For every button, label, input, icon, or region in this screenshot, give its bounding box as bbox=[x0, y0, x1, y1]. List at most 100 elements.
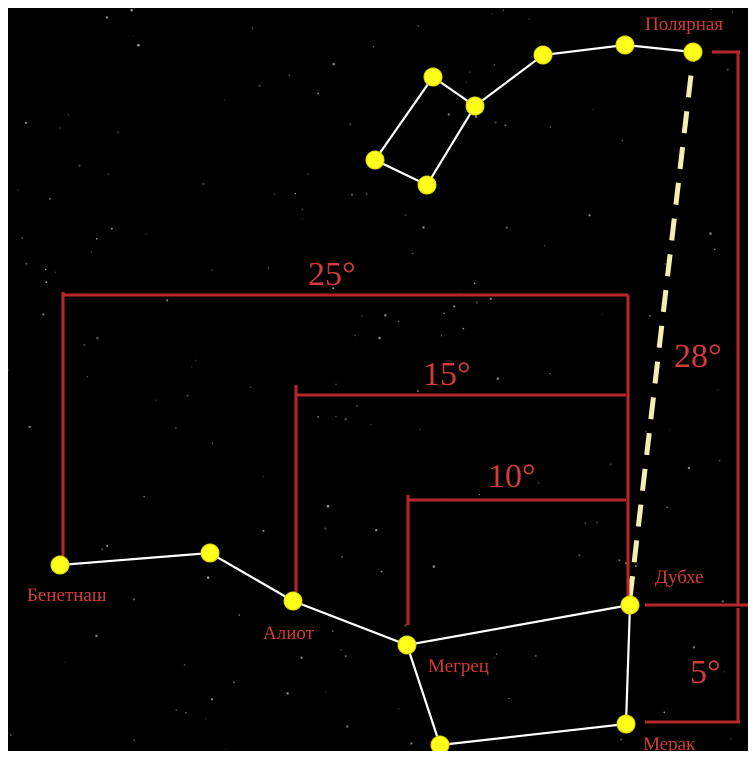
background-star bbox=[349, 123, 351, 125]
ursa-minor-star-3 bbox=[534, 46, 552, 64]
background-star bbox=[398, 708, 399, 709]
background-star bbox=[29, 426, 31, 428]
background-star bbox=[185, 712, 186, 713]
background-star bbox=[106, 16, 108, 18]
polaris-label: Полярная bbox=[645, 14, 723, 35]
angle-15-label: 15° bbox=[423, 356, 471, 393]
background-star bbox=[175, 427, 177, 429]
background-star bbox=[250, 387, 251, 388]
background-star bbox=[417, 390, 419, 392]
background-star bbox=[332, 63, 335, 66]
background-star bbox=[111, 228, 113, 230]
background-star bbox=[354, 335, 356, 337]
background-star bbox=[645, 430, 647, 432]
background-star bbox=[504, 124, 506, 126]
background-star bbox=[65, 662, 66, 663]
background-star bbox=[462, 328, 464, 330]
background-star bbox=[302, 218, 303, 219]
polaris-star bbox=[684, 43, 702, 61]
background-star bbox=[86, 376, 88, 378]
background-star bbox=[286, 692, 288, 694]
background-star bbox=[49, 198, 51, 200]
background-star bbox=[529, 18, 530, 19]
background-star bbox=[373, 46, 375, 48]
background-star bbox=[419, 429, 420, 430]
background-star bbox=[719, 460, 721, 462]
ursa-minor-star-7 bbox=[418, 176, 436, 194]
background-star bbox=[422, 226, 424, 228]
background-star bbox=[10, 734, 12, 736]
background-star bbox=[132, 35, 133, 36]
background-star bbox=[96, 238, 98, 240]
background-star bbox=[538, 482, 539, 483]
background-star bbox=[238, 614, 240, 616]
background-star bbox=[45, 281, 47, 283]
ursa-minor-star-5 bbox=[424, 68, 442, 86]
benetnash-label: Бенетнаш bbox=[27, 585, 107, 606]
background-star bbox=[663, 711, 665, 713]
background-star bbox=[622, 140, 624, 142]
megrez-label: Мегрец bbox=[428, 656, 489, 677]
background-star bbox=[332, 630, 334, 632]
background-star bbox=[207, 576, 210, 579]
benetnash-star bbox=[51, 556, 69, 574]
background-star bbox=[60, 127, 61, 128]
background-star bbox=[669, 430, 670, 431]
background-star bbox=[366, 193, 368, 195]
background-star bbox=[68, 114, 69, 115]
background-star bbox=[549, 373, 550, 374]
background-star bbox=[544, 245, 545, 246]
background-star bbox=[378, 337, 381, 340]
angle-5-label: 5° bbox=[690, 654, 721, 691]
background-star bbox=[466, 81, 467, 82]
alioth-star bbox=[284, 592, 302, 610]
ursa-minor-star-6 bbox=[366, 151, 384, 169]
merak-star bbox=[617, 715, 635, 733]
alioth-label: Алиот bbox=[263, 623, 315, 644]
background-star bbox=[155, 399, 157, 401]
dubhe-star bbox=[621, 596, 639, 614]
background-star bbox=[635, 565, 637, 567]
background-star bbox=[618, 559, 620, 561]
background-star bbox=[494, 121, 496, 123]
background-star bbox=[133, 598, 135, 600]
background-star bbox=[137, 44, 140, 47]
background-star bbox=[166, 299, 168, 301]
background-star bbox=[263, 476, 264, 477]
background-star bbox=[294, 193, 296, 195]
background-star bbox=[497, 377, 500, 380]
background-star bbox=[307, 173, 309, 175]
background-star bbox=[361, 316, 362, 317]
background-star bbox=[42, 313, 44, 315]
background-star bbox=[25, 122, 27, 124]
background-star bbox=[726, 68, 728, 70]
background-star bbox=[503, 10, 504, 11]
background-star bbox=[688, 467, 690, 469]
background-star bbox=[496, 653, 497, 654]
background-star bbox=[479, 494, 480, 495]
background-star bbox=[474, 283, 476, 285]
background-star bbox=[649, 315, 651, 317]
background-star bbox=[441, 335, 442, 336]
background-star bbox=[709, 232, 712, 235]
background-star bbox=[717, 390, 718, 391]
background-star bbox=[45, 269, 47, 271]
background-star bbox=[404, 624, 407, 627]
background-star bbox=[714, 249, 716, 251]
background-star bbox=[710, 9, 712, 11]
background-star bbox=[205, 718, 206, 719]
background-star bbox=[475, 115, 478, 118]
background-star bbox=[578, 554, 580, 556]
background-star bbox=[535, 655, 537, 657]
background-star bbox=[506, 227, 508, 229]
background-star bbox=[596, 522, 597, 523]
background-star bbox=[433, 565, 436, 568]
background-star bbox=[550, 126, 551, 127]
background-star bbox=[202, 183, 204, 185]
background-star bbox=[252, 28, 253, 29]
ursa-minor-star-4 bbox=[466, 97, 484, 115]
background-star bbox=[211, 698, 213, 700]
background-star bbox=[490, 298, 492, 300]
background-star bbox=[346, 725, 349, 728]
background-star bbox=[300, 657, 302, 659]
